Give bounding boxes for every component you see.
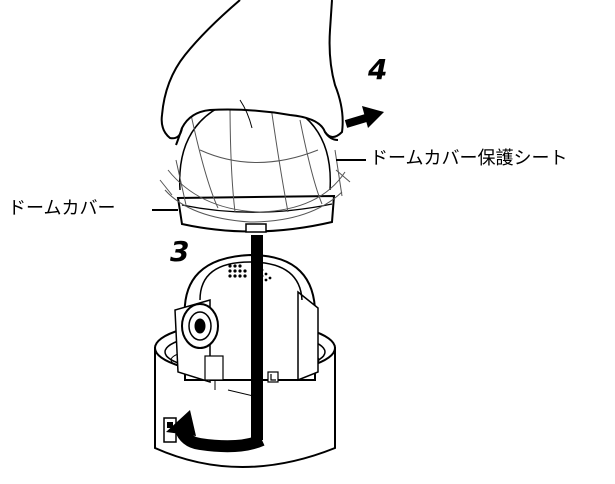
protective-sheet — [159, 99, 351, 223]
rotate-arrow-icon — [166, 410, 265, 453]
step-number-3: 3 — [170, 235, 190, 268]
hand-icon — [160, 0, 344, 146]
dome-cover-icon — [176, 94, 336, 233]
dome-cover-label: ドームカバー — [8, 198, 116, 219]
step-number-4: 4 — [368, 53, 388, 86]
protective-sheet-label: ドームカバー保護シート — [370, 148, 568, 169]
arrow-right-icon — [344, 106, 384, 128]
camera-unit — [174, 253, 319, 399]
